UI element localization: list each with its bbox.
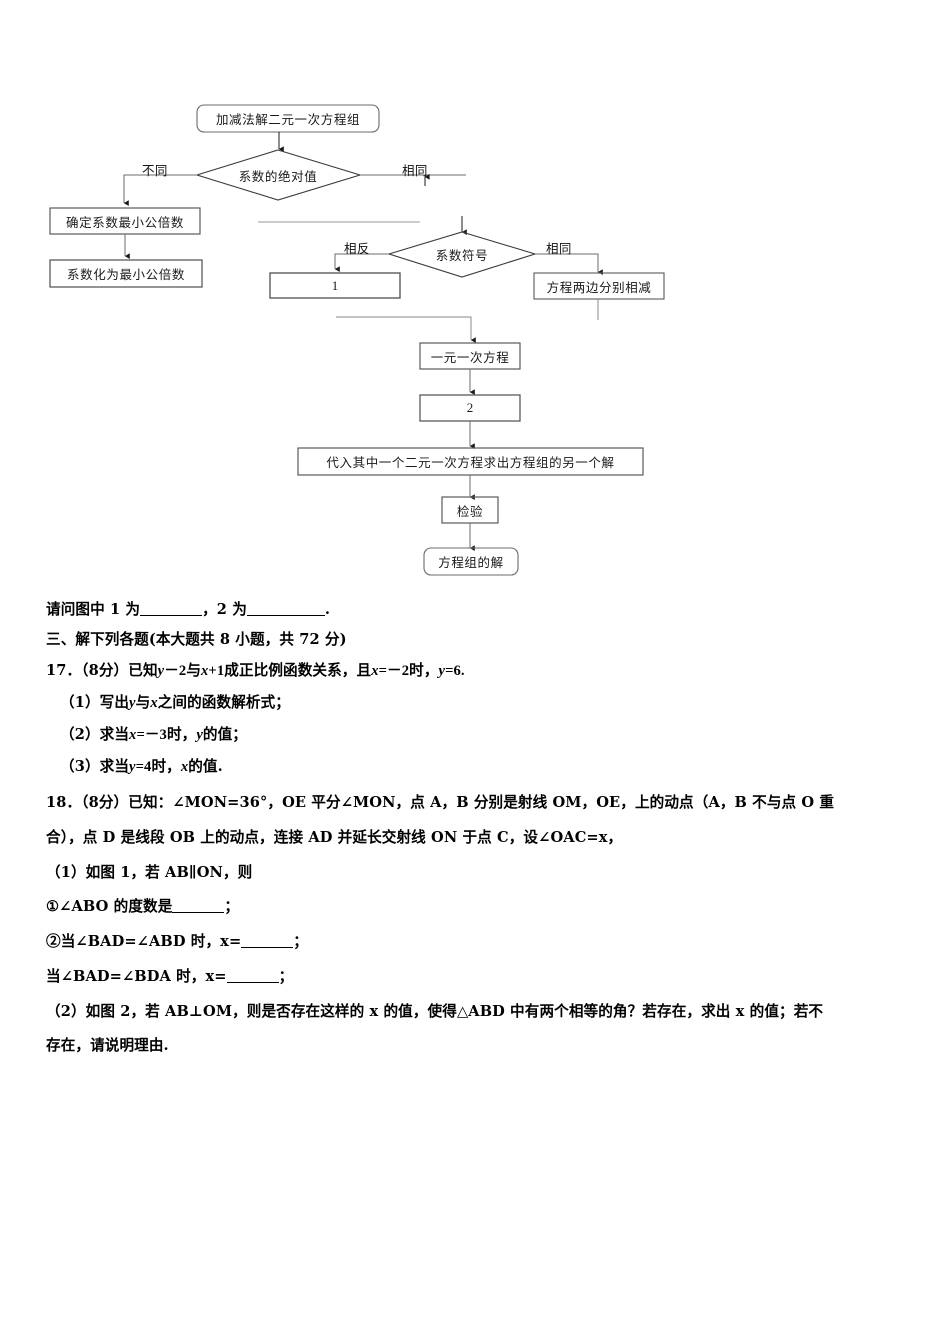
q17-when: 时， — [409, 662, 439, 680]
flow-edge-label-same-mid: 相同 — [546, 241, 572, 256]
fill-blank-1[interactable] — [140, 615, 203, 616]
q18-line1-text: 已知：∠MON=36°，OE 平分∠MON，点 A，B 分别是射线 OM，OE，… — [128, 794, 835, 812]
q17-number: 17． — [46, 662, 82, 680]
flow-node-blank-2: 2 — [466, 400, 474, 415]
q17-p2-pre: （2）求当 — [60, 725, 130, 743]
flow-node-decision-abs-value: 系数的绝对值 — [238, 168, 318, 184]
fill-prompt-part1: 请问图中 1 为 — [46, 601, 141, 618]
flowchart-figure: 加减法解二元一次方程组 系数的绝对值 确定系数最小公倍数 系数化为最小公倍数 系… — [0, 0, 950, 600]
q18-p1c-pre: 当∠BAD=∠BDA 时，x= — [46, 967, 227, 985]
q17-p2-post: 的值； — [202, 725, 248, 743]
q17-p1-pre: （1）写出 — [60, 694, 130, 712]
question-17-part-2: （2）求当x=－3时，y的值； — [46, 725, 912, 746]
flow-edge-label-same-top: 相同 — [402, 163, 428, 178]
q17-p2-x: x — [129, 726, 137, 743]
question-18-part-2-line-2: 存在，请说明理由. — [46, 1037, 169, 1055]
flow-node-blank-1: 1 — [331, 277, 339, 293]
flow-node-start: 加减法解二元一次方程组 — [215, 112, 361, 127]
fill-prompt-end: . — [324, 601, 331, 618]
flowchart-connectors — [49, 104, 665, 576]
q17-p1-y: y — [129, 695, 136, 712]
question-18-part-1c: 当∠BAD=∠BDA 时，x= ； — [46, 967, 912, 988]
question-18-line-1: 18．（8分）已知：∠MON=36°，OE 平分∠MON，点 A，B 分别是射线… — [46, 793, 912, 814]
q17-plus-1: +1 — [208, 663, 225, 680]
q18-number: 18． — [46, 794, 82, 812]
flow-edge-label-different: 不同 — [142, 163, 168, 178]
q17-p3-mid: 时， — [151, 757, 181, 775]
q18-p1b-pre: ②当∠BAD=∠ABD 时，x= — [46, 933, 242, 951]
q18-p1b-post: ； — [293, 933, 308, 951]
q17-p3-post: 的值. — [188, 757, 223, 775]
q17-p1-mid: 与 — [135, 694, 151, 712]
q18-blank-abo[interactable] — [172, 912, 225, 914]
question-17-part-3: （3）求当y=4时，x的值. — [46, 757, 912, 778]
question-18-line-2: 合），点 D 是线段 OB 上的动点，连接 AD 并延长交射线 ON 于点 C，… — [46, 829, 623, 847]
question-18-part-1b: ②当∠BAD=∠ABD 时，x= ； — [46, 932, 912, 953]
q17-stem-b: 成正比例函数关系，且 — [224, 662, 372, 680]
q18-p1a-pre: ①∠ABO 的度数是 — [46, 898, 173, 916]
q17-p3-y: y — [129, 758, 136, 775]
q17-x-value: =－2 — [378, 663, 410, 680]
q17-var-x2: x — [371, 663, 379, 680]
q18-points: （8分） — [81, 794, 129, 812]
q18-blank-bad-abd[interactable] — [241, 947, 294, 949]
q17-p3-x: x — [180, 758, 189, 775]
q17-points: （8分） — [81, 662, 129, 680]
flow-node-check: 检验 — [456, 503, 484, 519]
fill-blank-2[interactable] — [246, 615, 325, 616]
flow-node-decision-coef-sign: 系数符号 — [435, 247, 489, 263]
fill-prompt-part2: ，2 为 — [202, 601, 247, 618]
section-heading-3: 三、解下列各题(本大题共 8 小题，共 72 分) — [46, 630, 347, 648]
q17-var-x: x — [201, 663, 209, 680]
q17-p3-eq: =4 — [135, 758, 152, 775]
q17-minus-2: －2 — [164, 663, 187, 680]
q17-p1-post: 之间的函数解析式； — [157, 694, 290, 712]
q17-p2-eq: =－3 — [136, 726, 167, 743]
flow-node-solution: 方程组的解 — [438, 555, 504, 570]
q17-var-y2: y — [438, 663, 446, 680]
question-text-body: 请问图中 1 为，2 为. 三、解下列各题(本大题共 8 小题，共 72 分) … — [46, 600, 912, 1057]
flow-edge-label-opposite: 相反 — [344, 241, 370, 256]
flow-node-lcm-determine: 确定系数最小公倍数 — [66, 214, 184, 230]
q17-p3-pre: （3）求当 — [60, 757, 130, 775]
question-18: 18．（8分）已知：∠MON=36°，OE 平分∠MON，点 A，B 分别是射线… — [46, 793, 912, 1057]
flow-node-linear-equation: 一元一次方程 — [430, 349, 510, 365]
question-18-part-2-line-1: （2）如图 2，若 AB⊥OM，则是否存在这样的 x 的值，使得△ABD 中有两… — [46, 1002, 824, 1020]
q17-p2-mid: 时， — [166, 725, 197, 743]
q17-var-y: y — [157, 663, 165, 680]
flow-node-subtract-both-sides: 方程两边分别相减 — [546, 279, 652, 295]
q17-p2-y: y — [196, 726, 203, 743]
q17-stem-a: 已知 — [128, 662, 158, 680]
fill-in-prompt: 请问图中 1 为 ，2 为. — [46, 600, 912, 621]
q17-with: 与 — [186, 662, 202, 680]
question-18-part-1: （1）如图 1，若 AB∥ON，则 — [46, 863, 253, 881]
q18-p1a-post: ； — [224, 898, 240, 916]
question-17-stem: 17．（8分）已知y－2与x+1成正比例函数关系，且x=－2时，y=6. — [46, 661, 912, 682]
flow-node-lcm-convert: 系数化为最小公倍数 — [67, 267, 185, 282]
question-18-part-1a: ①∠ABO 的度数是 ； — [46, 897, 912, 918]
question-17-part-1: （1）写出y与x之间的函数解析式； — [46, 693, 912, 714]
q18-blank-bad-bda[interactable] — [226, 981, 279, 983]
flow-node-substitute: 代入其中一个二元一次方程求出方程组的另一个解 — [326, 455, 615, 470]
q17-y-value: =6. — [445, 663, 465, 680]
q17-p1-x: x — [150, 695, 158, 712]
q18-p1c-post: ； — [278, 967, 294, 985]
